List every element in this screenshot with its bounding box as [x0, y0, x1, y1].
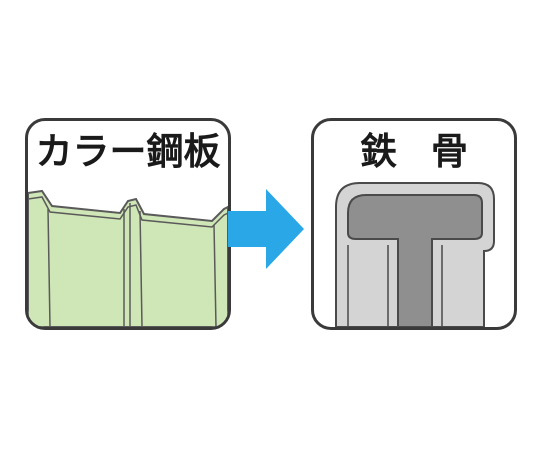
- corrugated-steel-sheet-icon: [28, 189, 228, 327]
- steel-sheet-face: [28, 189, 228, 327]
- steel-sheet-rib-line: [139, 210, 143, 327]
- steel-frame-panel: 鉄骨: [311, 118, 517, 330]
- steel-beam-section-icon: [335, 182, 495, 327]
- color-steel-sheet-panel: カラー鋼板: [25, 118, 231, 330]
- right-arrow-icon: [228, 189, 304, 269]
- color-steel-sheet-label: カラー鋼板: [35, 130, 221, 173]
- steel-beam-flange: [347, 194, 483, 327]
- steel-sheet-rib-line: [47, 208, 51, 327]
- steel-sheet-rib-line: [213, 224, 217, 327]
- steel-sheet-top-edge: [28, 196, 228, 228]
- steel-frame-label: 鉄骨: [360, 130, 502, 173]
